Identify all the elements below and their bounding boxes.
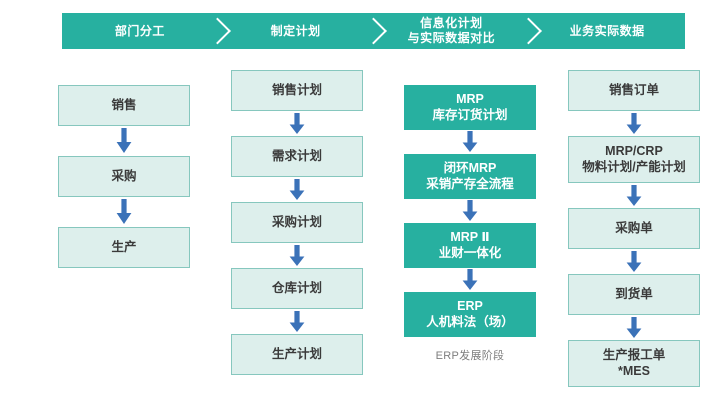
arrow-down-icon xyxy=(231,177,363,202)
arrow-down-icon xyxy=(231,111,363,136)
arrow-down-icon xyxy=(568,315,700,340)
flow-node[interactable]: 到货单 xyxy=(568,274,700,315)
column-caption: ERP发展阶段 xyxy=(435,350,505,362)
arrow-down-icon xyxy=(568,183,700,208)
banner-segment-business-actual-data[interactable]: 业务实际数据 xyxy=(529,13,685,49)
arrow-down-icon xyxy=(231,243,363,268)
process-stage-banner: 部门分工 制定计划 信息化计划 与实际数据对比 业务实际数据 xyxy=(62,13,685,49)
flow-node[interactable]: 采购 xyxy=(58,156,190,197)
flow-node-label: MRP Ⅱ 业财一体化 xyxy=(438,230,502,260)
flow-column-informatization-plan: MRP 库存订货计划 闭环MRP 采销产存全流程 MRP Ⅱ 业财一体化 ERP… xyxy=(404,85,536,363)
flow-node[interactable]: 销售计划 xyxy=(231,70,363,111)
arrow-down-icon xyxy=(58,126,190,156)
flow-node-label: 需求计划 xyxy=(271,148,322,163)
flow-node[interactable]: 仓库计划 xyxy=(231,268,363,309)
flow-node-label: 销售计划 xyxy=(271,82,322,97)
flow-node-label: MRP/CRP 物料计划/产能计划 xyxy=(582,144,686,174)
flow-node-label: 到货单 xyxy=(615,286,653,301)
banner-segment-planning[interactable]: 制定计划 xyxy=(218,13,374,49)
flow-node-label: 销售 xyxy=(111,97,137,112)
arrow-down-icon xyxy=(404,199,536,223)
flow-node[interactable]: MRP Ⅱ 业财一体化 xyxy=(404,223,536,268)
flow-node-label: 仓库计划 xyxy=(271,280,322,295)
flow-node[interactable]: 采购单 xyxy=(568,208,700,249)
flow-node-label: 采购 xyxy=(111,168,137,183)
flow-column-business-actual-data: 销售订单 MRP/CRP 物料计划/产能计划 采购单 到货单 生产报工单 *ME… xyxy=(568,70,700,387)
flow-node[interactable]: 生产计划 xyxy=(231,334,363,375)
flow-node-label: 生产 xyxy=(111,239,137,254)
flow-node-label: MRP 库存订货计划 xyxy=(432,92,508,122)
arrow-down-icon xyxy=(404,268,536,292)
banner-segment-label: 制定计划 xyxy=(270,23,321,38)
banner-segment-informatization-plan[interactable]: 信息化计划 与实际数据对比 xyxy=(374,13,530,49)
flow-node[interactable]: MRP 库存订货计划 xyxy=(404,85,536,130)
flow-column-planning: 销售计划 需求计划 采购计划 仓库计划 生产计划 xyxy=(231,70,363,375)
flow-node[interactable]: 生产报工单 *MES xyxy=(568,340,700,387)
arrow-down-icon xyxy=(231,309,363,334)
flow-node-label: 生产计划 xyxy=(271,346,322,361)
arrow-down-icon xyxy=(568,111,700,136)
arrow-down-icon xyxy=(58,197,190,227)
flow-node[interactable]: 销售 xyxy=(58,85,190,126)
arrow-down-icon xyxy=(568,249,700,274)
flow-node[interactable]: 需求计划 xyxy=(231,136,363,177)
flow-node[interactable]: 闭环MRP 采销产存全流程 xyxy=(404,154,536,199)
flow-node-label: 闭环MRP 采销产存全流程 xyxy=(426,161,514,191)
flow-node-label: 生产报工单 *MES xyxy=(602,348,666,378)
flow-column-department-division: 销售 采购 生产 xyxy=(58,85,190,268)
flow-node[interactable]: MRP/CRP 物料计划/产能计划 xyxy=(568,136,700,183)
flow-node[interactable]: 销售订单 xyxy=(568,70,700,111)
flow-node-label: 采购单 xyxy=(615,220,653,235)
flow-node-label: 采购计划 xyxy=(271,214,322,229)
flow-node-label: ERP 人机料法（场） xyxy=(426,299,514,329)
banner-segment-label: 部门分工 xyxy=(114,23,165,38)
banner-segment-department-division[interactable]: 部门分工 xyxy=(62,13,218,49)
banner-segment-label: 业务实际数据 xyxy=(569,23,645,38)
banner-segment-label: 信息化计划 与实际数据对比 xyxy=(407,16,496,45)
flow-node-label: 销售订单 xyxy=(608,82,659,97)
flow-node[interactable]: ERP 人机料法（场） xyxy=(404,292,536,337)
flow-node[interactable]: 采购计划 xyxy=(231,202,363,243)
arrow-down-icon xyxy=(404,130,536,154)
flow-node[interactable]: 生产 xyxy=(58,227,190,268)
